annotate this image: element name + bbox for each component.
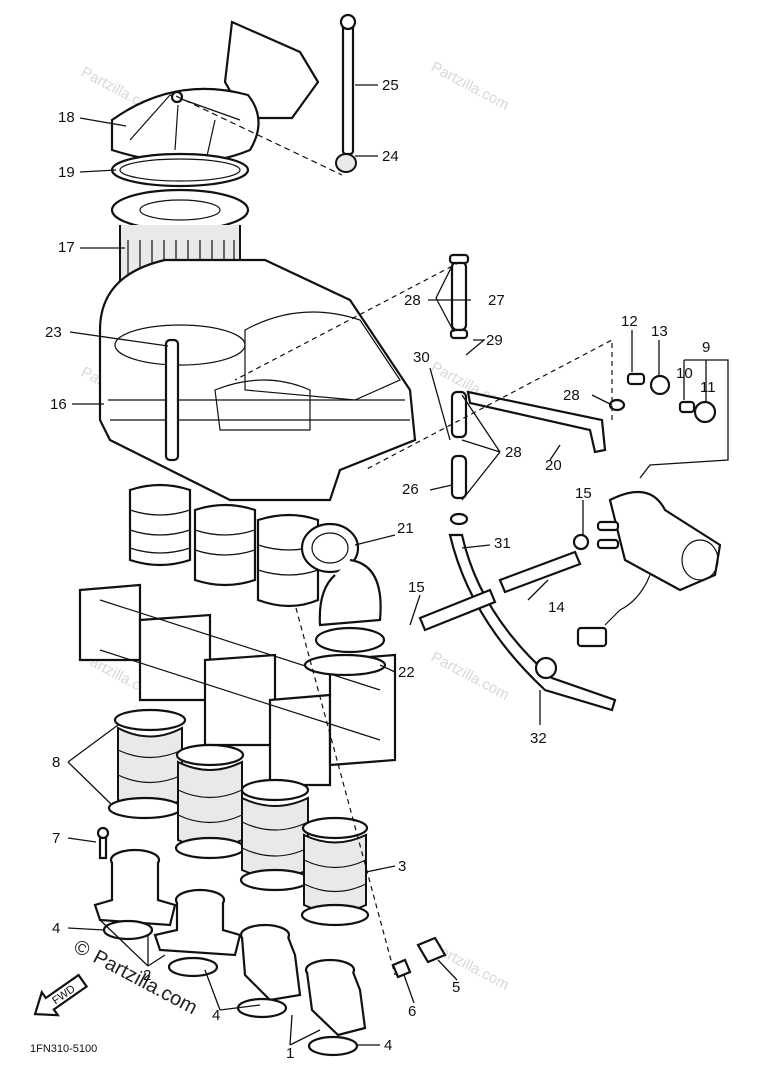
- callout-16: 16: [50, 396, 67, 413]
- callout-31: 31: [494, 535, 511, 552]
- bolt-23-part: [164, 338, 180, 462]
- callout-11: 11: [700, 379, 716, 396]
- intake-duct-21-part: [300, 522, 386, 654]
- callout-10: 10: [676, 365, 693, 382]
- o-ring-4-part: [167, 956, 219, 978]
- o-ring-4-part: [307, 1035, 359, 1057]
- callout-18: 18: [58, 109, 75, 126]
- callout-29: 29: [486, 332, 503, 349]
- callout-25: 25: [382, 77, 399, 94]
- callout-24: 24: [382, 148, 399, 165]
- callout-19: 19: [58, 164, 75, 181]
- callout-21: 21: [397, 520, 414, 537]
- air-box-part: [98, 258, 417, 502]
- bolt-12-part: [626, 372, 646, 386]
- callout-12: 12: [621, 313, 638, 330]
- callout-17: 17: [58, 239, 75, 256]
- washer-13-part: [649, 374, 671, 396]
- callout-8: 8: [52, 754, 60, 771]
- forward-arrow-icon: FWD: [33, 973, 89, 1017]
- carburetor-assembly-part: [78, 583, 397, 787]
- callout-15: 15: [575, 485, 592, 502]
- airbox-cover-part: [110, 20, 320, 166]
- breather-hoses-part: [418, 253, 617, 712]
- callout-15: 15: [408, 579, 425, 596]
- callout-7: 7: [52, 830, 60, 847]
- callout-1: 1: [286, 1045, 294, 1062]
- callout-4: 4: [52, 920, 60, 937]
- callout-23: 23: [45, 324, 62, 341]
- callout-30: 30: [413, 349, 430, 366]
- plug-5-part: [416, 936, 447, 964]
- watermark-text: Partzilla.com: [89, 946, 200, 1019]
- watermark-text: Partzilla.com: [428, 649, 512, 704]
- callout-6: 6: [408, 1003, 416, 1020]
- watermark-text: Partzilla.com: [428, 59, 512, 114]
- callout-28: 28: [404, 292, 421, 309]
- callout-27: 27: [488, 292, 505, 309]
- callout-20: 20: [545, 457, 562, 474]
- callout-22: 22: [398, 664, 415, 681]
- callout-5: 5: [452, 979, 460, 996]
- callout-labels: 25 24 18 19 17 23 16 28 27 29 30 28 28 2…: [45, 77, 716, 1062]
- bolt-10-part: [678, 400, 696, 414]
- callout-26: 26: [402, 481, 419, 498]
- callout-4: 4: [212, 1007, 220, 1024]
- screw-6-part: [391, 958, 412, 979]
- grommet-24-part: [335, 153, 357, 173]
- connector-part: [576, 626, 608, 648]
- clamp-22-part: [303, 653, 387, 677]
- joint-clamps-8-part: [107, 708, 370, 927]
- callout-28: 28: [505, 444, 522, 461]
- callout-2: 2: [143, 967, 151, 984]
- callout-13: 13: [651, 323, 668, 340]
- callout-14: 14: [548, 599, 565, 616]
- copyright-symbol: ©: [70, 936, 94, 962]
- callout-4: 4: [384, 1037, 392, 1054]
- callout-28: 28: [563, 387, 580, 404]
- callout-9: 9: [702, 339, 710, 356]
- callout-32: 32: [530, 730, 547, 747]
- callout-3: 3: [398, 858, 406, 875]
- intake-manifold-part: [93, 848, 367, 1037]
- grommet-11-part: [693, 400, 717, 424]
- leader-lines: [67, 84, 729, 1046]
- o-ring-4-part: [236, 997, 288, 1019]
- diagram-code: 1FN310-5100: [30, 1043, 97, 1055]
- carb-joint-boots-part: [128, 483, 320, 608]
- sensor-unit-9-part: [576, 372, 722, 648]
- bolt-25-part: [341, 20, 355, 156]
